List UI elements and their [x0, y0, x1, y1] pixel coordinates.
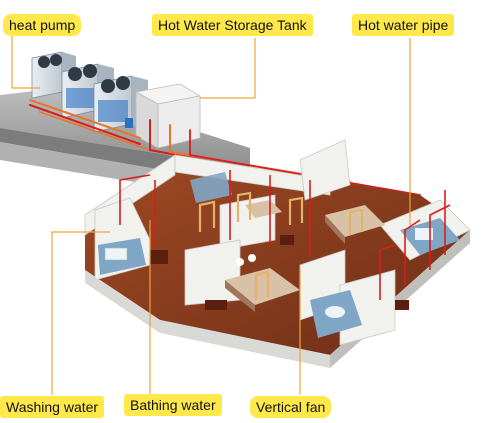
label-washing-water: Washing water — [0, 396, 105, 418]
door-frames — [198, 191, 364, 300]
storage-tank — [134, 83, 202, 149]
label-vertical-fan: Vertical fan — [250, 396, 332, 418]
label-storage-tank: Hot Water Storage Tank — [152, 14, 313, 36]
hot-water-pipes — [119, 170, 451, 300]
label-heat-pump: heat pump — [3, 14, 82, 36]
leader-lines — [11, 30, 411, 395]
label-hot-water-pipe: Hot water pipe — [352, 14, 455, 36]
label-bathing-water: Bathing water — [124, 394, 222, 416]
beds — [225, 200, 385, 312]
furniture — [150, 235, 409, 310]
